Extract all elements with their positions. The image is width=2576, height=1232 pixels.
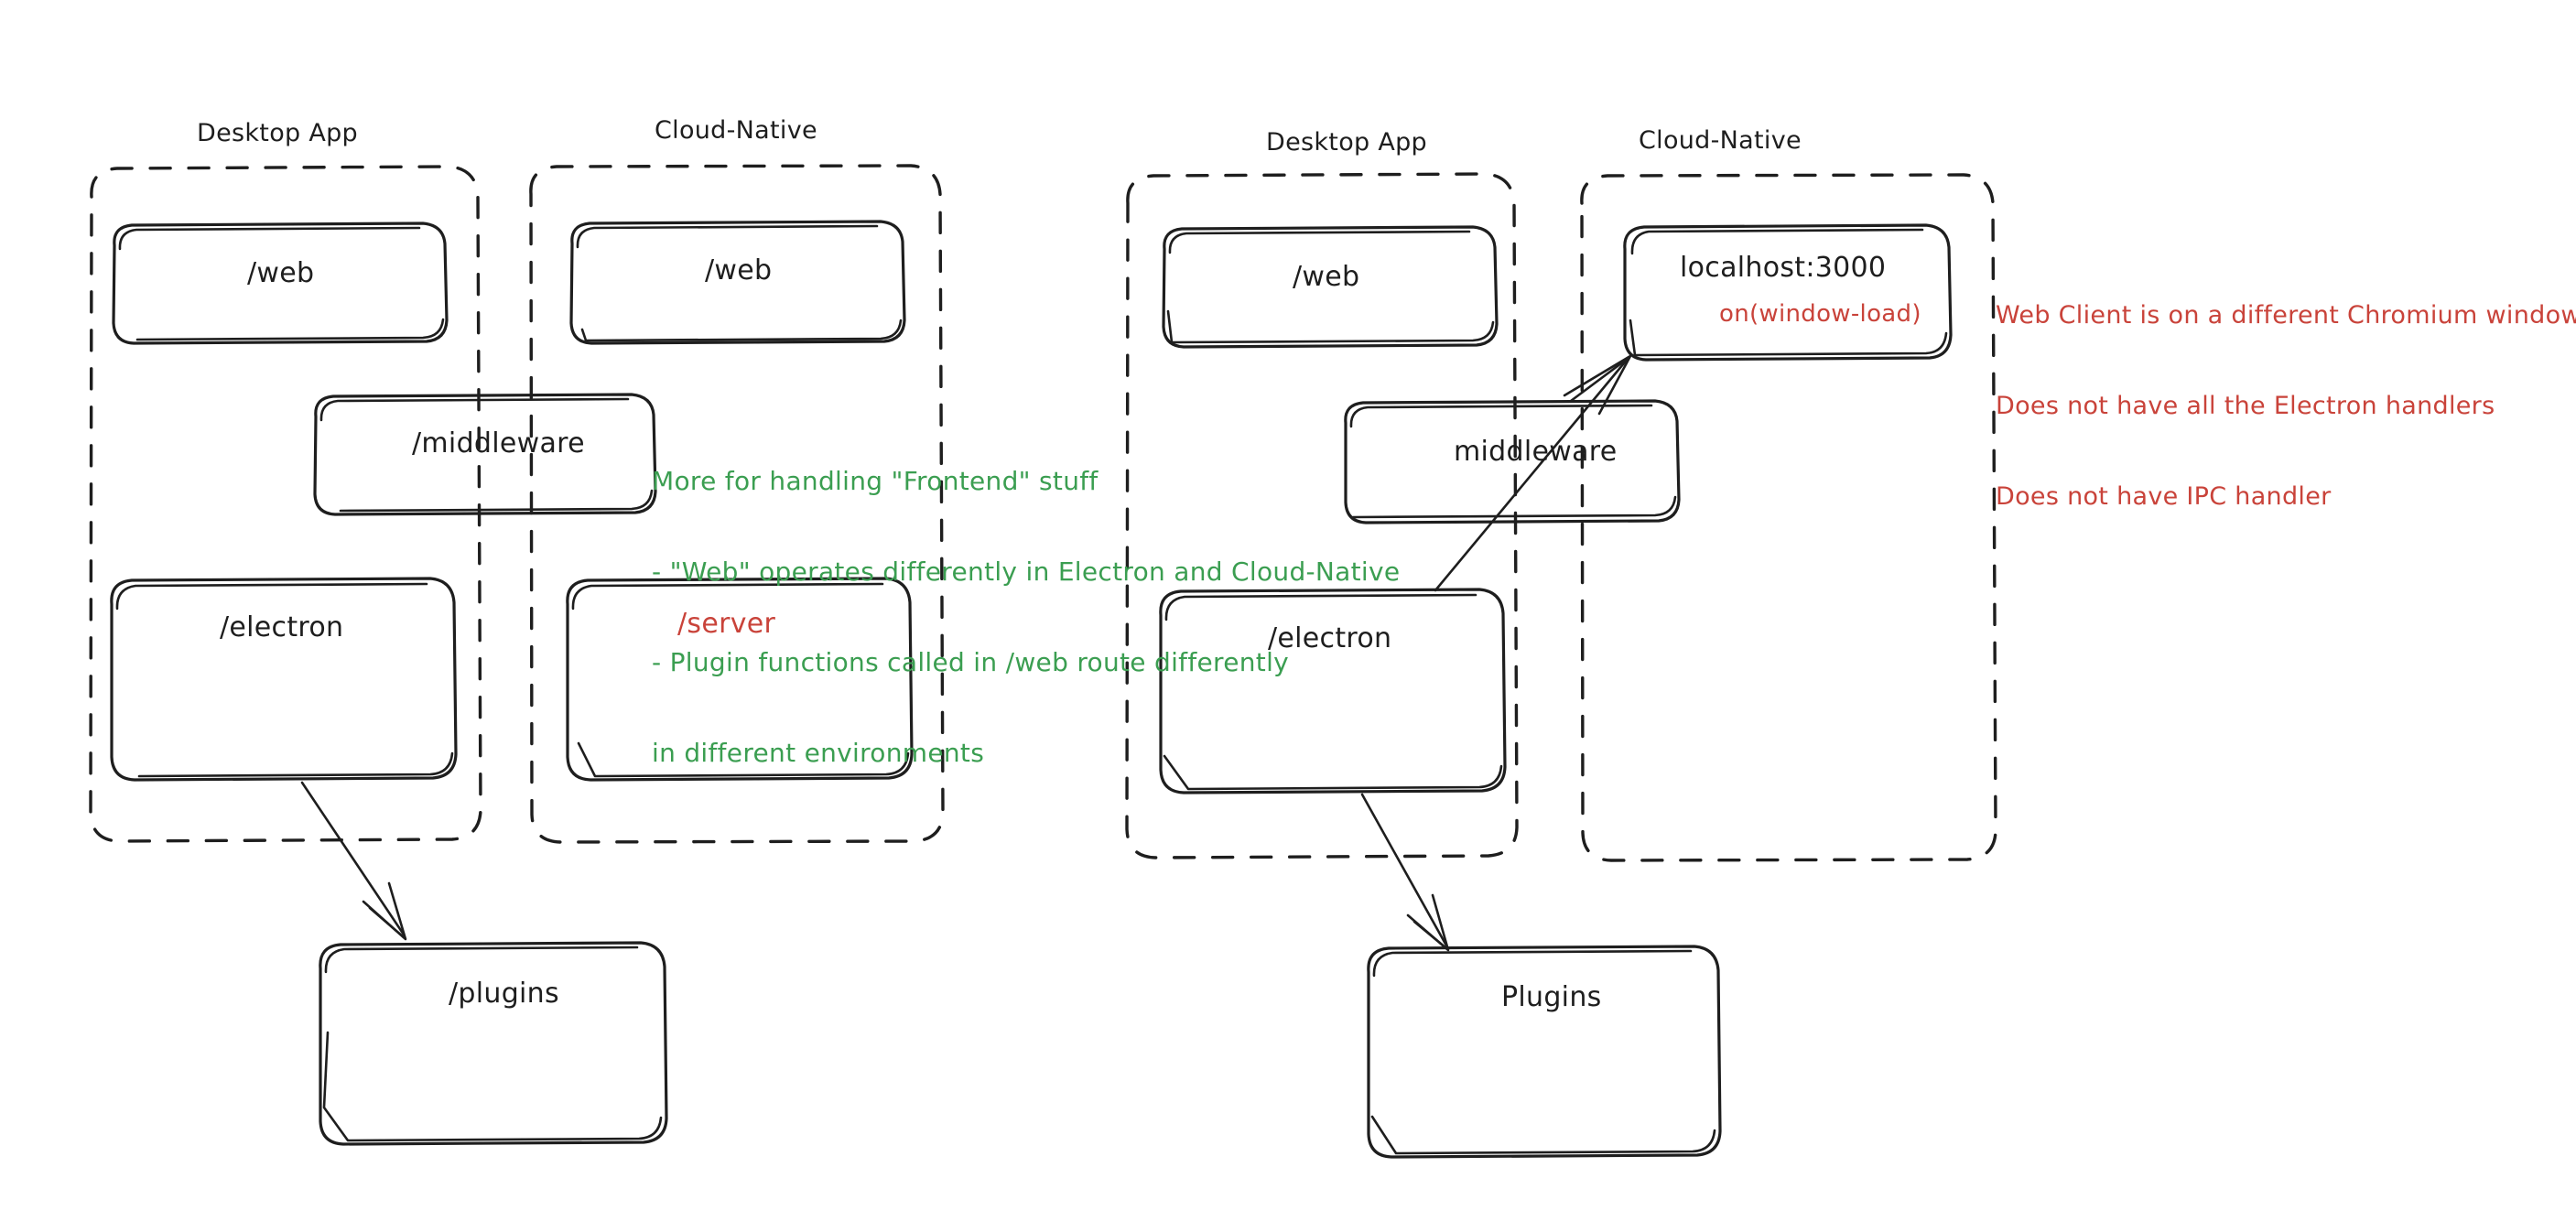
left-middleware-outline[interactable] [313, 393, 657, 516]
right-middleware-outline[interactable] [1344, 399, 1681, 524]
right-plugins-outline[interactable] [1367, 945, 1722, 1159]
left-desktop-electron-outline[interactable] [110, 577, 458, 782]
right-desktop-web-outline[interactable] [1162, 225, 1499, 349]
right-desktop-group-label: Desktop App [1266, 128, 1427, 157]
right-desktop-electron-outline[interactable] [1159, 588, 1507, 794]
left-middleware-label: /middleware [412, 427, 585, 459]
middleware-note-line-2: - "Web" operates differently in Electron… [652, 557, 1401, 587]
middleware-note-line-1: More for handling "Frontend" stuff [652, 466, 1099, 496]
right-electron-to-localhost-arrow[interactable] [1434, 354, 1632, 592]
left-desktop-web-outline[interactable] [112, 222, 449, 345]
right-cloud-group-label: Cloud-Native [1639, 126, 1802, 155]
web-client-note-line-2: Does not have all the Electron handlers [1996, 392, 2495, 420]
right-electron-to-plugins-arrow[interactable] [1360, 793, 1450, 952]
left-cloud-server-label: /server [677, 608, 776, 640]
right-desktop-electron-label: /electron [1268, 622, 1392, 654]
middleware-note-line-3: - Plugin functions called in /web route … [652, 647, 1290, 677]
middleware-note: More for handling "Frontend" stuff - "We… [652, 405, 1400, 828]
left-cloud-group-label: Cloud-Native [655, 116, 817, 145]
left-plugins-label: /plugins [449, 978, 559, 1010]
left-desktop-group-label: Desktop App [197, 119, 358, 147]
left-cloud-server-outline[interactable] [566, 577, 914, 782]
left-desktop-group-outline[interactable] [89, 165, 482, 843]
right-middleware-label: middleware [1454, 436, 1618, 468]
left-cloud-group-outline[interactable] [529, 164, 945, 844]
left-cloud-web-label: /web [705, 254, 773, 286]
right-desktop-group-outline[interactable] [1125, 172, 1519, 859]
right-cloud-localhost-sublabel: on(window-load) [1719, 300, 1921, 328]
right-plugins-label: Plugins [1501, 981, 1602, 1013]
left-plugins-outline[interactable] [319, 941, 668, 1146]
middleware-note-line-4: in different environments [652, 738, 985, 768]
web-client-note-line-1: Web Client is on a different Chromium wi… [1996, 301, 2576, 330]
left-desktop-electron-label: /electron [220, 611, 344, 643]
left-desktop-web-label: /web [247, 257, 315, 289]
right-desktop-web-label: /web [1293, 261, 1360, 293]
right-cloud-localhost-label: localhost:3000 [1680, 252, 1887, 284]
web-client-note-line-3: Does not have IPC handler [1996, 482, 2332, 511]
left-cloud-web-outline[interactable] [569, 220, 906, 345]
web-client-note: Web Client is on a different Chromium wi… [1996, 240, 2576, 572]
left-electron-to-plugins-arrow[interactable] [300, 781, 407, 941]
right-cloud-localhost-outline[interactable] [1623, 223, 1953, 362]
